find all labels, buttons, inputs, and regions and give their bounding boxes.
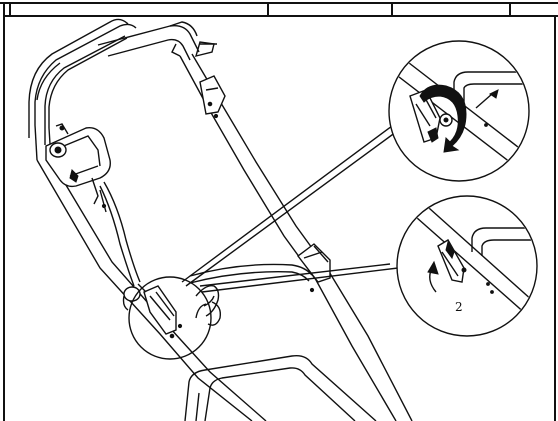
left-lower-clamp [122, 283, 183, 339]
left-switch-box [45, 123, 111, 213]
left-handle-tube [34, 23, 267, 421]
detail-highlight-circle [128, 276, 212, 360]
callout-leader-lines [181, 125, 399, 293]
grass-collector-bag [184, 354, 377, 421]
top-handle-bar [97, 21, 200, 61]
callout-step-number: 2 [455, 300, 463, 314]
lower-handle-crossbar [189, 263, 313, 284]
rotate-arrow-icon [419, 84, 467, 153]
callout-lower-detail: 2 [396, 195, 538, 337]
left-handle-grip [28, 18, 129, 145]
right-upper-clamp [199, 75, 226, 119]
power-cable [99, 181, 222, 326]
callout-upper-detail [388, 40, 530, 182]
